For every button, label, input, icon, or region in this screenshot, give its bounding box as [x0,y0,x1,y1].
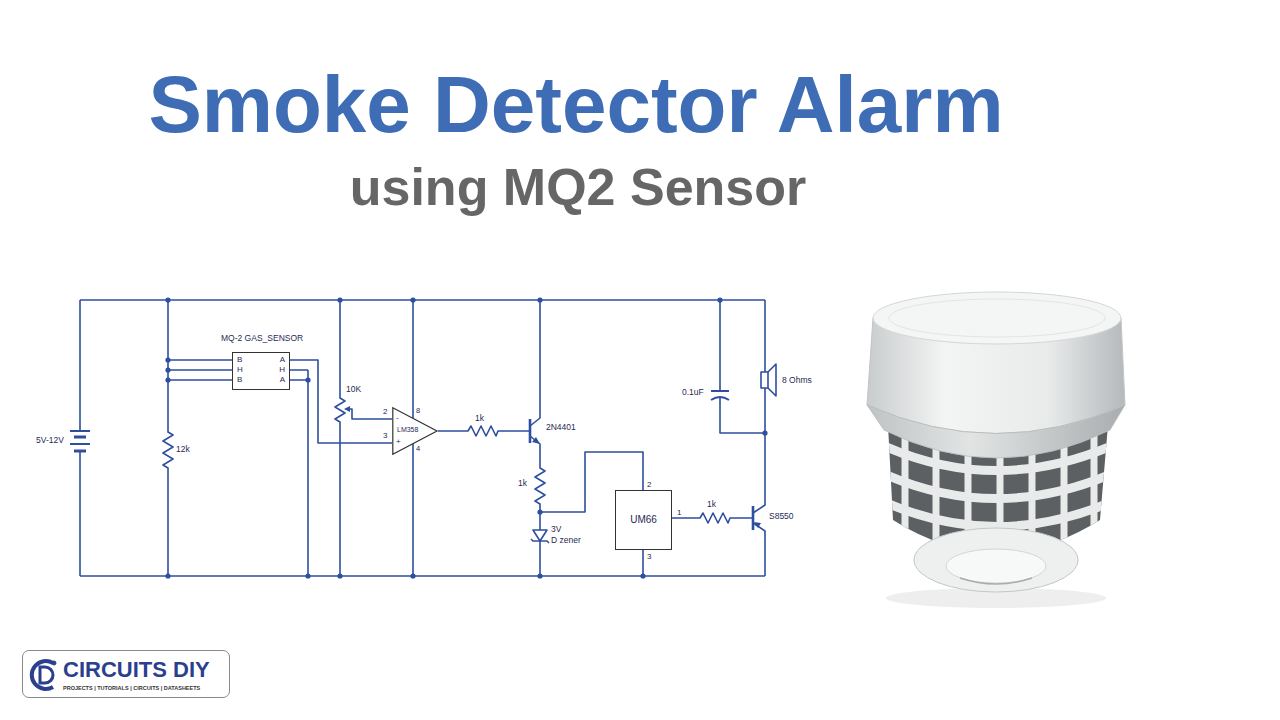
logo-icon [32,661,56,689]
component-name: MQ-2 GAS_SENSOR [221,334,303,344]
junction-dot [410,297,415,302]
zener-voltage: 3V [551,525,561,535]
transistor-symbol [753,388,765,513]
transistor-symbol [530,300,540,426]
transistor-arrow [532,437,540,444]
junction-dot [537,509,542,514]
junction-dot [337,573,342,578]
logo-icon [40,667,53,683]
potentiometer-symbol [335,300,345,576]
junction-dot [410,573,415,578]
junction-dot [165,357,170,362]
resistor-symbol [530,436,545,530]
component-name: LM358 [397,426,418,434]
logo-tagline: PROJECTS | TUTORIALS | CIRCUITS | DATASH… [63,685,200,691]
resistor-value: 1k [475,414,484,424]
supply-rail [80,299,765,301]
transistor-symbol [529,419,532,443]
smoke-detector-picture [867,292,1125,608]
resistor-value: 12k [176,445,190,455]
capacitor-symbol [711,397,729,400]
capacitor-symbol [711,390,729,392]
logo-text: CIRCUITS DIY [63,657,210,682]
detector-top [873,292,1121,344]
resistor-symbol [672,513,753,523]
ic-box: UM66213 [615,490,672,550]
junction-dot [165,367,170,372]
junction-dot [537,573,542,578]
subtitle: using MQ2 Sensor [350,161,807,213]
wire [290,370,308,576]
transistor-symbol [752,506,755,530]
wiper-arrow [344,406,350,412]
pin-name: A [280,375,285,384]
pin-name: A [280,355,285,364]
pin-number: 2 [647,480,651,489]
transistor-symbol [753,523,765,576]
pin-number: 3 [647,552,651,561]
page-title: Smoke Detector Alarm [148,65,1003,145]
input-sign: - [396,413,399,422]
pin-name: H [237,365,243,374]
logo-box: CIRCUITS DIY PROJECTS | TUTORIALS | CIRCU… [22,650,230,698]
wire [764,300,766,372]
transistor-name: S8550 [769,512,794,522]
opamp-triangle [393,408,437,454]
logo-icon [32,661,53,689]
ground-rail [80,575,765,577]
pin-number: 4 [416,445,420,454]
component-name: D zener [551,536,581,546]
pin-name: H [279,365,285,374]
detector-base [946,549,1046,583]
speaker-symbol [761,372,768,388]
voltage-label: 5V-12V [36,436,64,446]
detector-top [889,299,1105,337]
transistor-arrow [754,522,761,528]
resistor-symbol [163,300,173,576]
junction-dot [762,430,767,435]
detector-base [960,578,1032,584]
junction-dot [717,297,722,302]
pin-name: B [237,355,242,364]
junction-dot [165,573,170,578]
speaker-value: 8 Ohms [782,376,812,386]
logo-icon [52,661,56,665]
battery-symbol [74,437,86,451]
junction-dot [337,297,342,302]
wire [720,300,765,433]
zener-symbol [533,530,547,541]
opamp-box: LM3582384-+ [392,407,438,455]
component-name: UM66 [630,514,657,526]
potentiometer-value: 10K [346,385,361,395]
wire [168,360,232,380]
junction-dot [305,573,310,578]
pin-number: 8 [416,407,420,416]
junction-dot [165,377,170,382]
detector-ring [867,405,1125,458]
pin-number: 3 [383,431,387,440]
junction-dot [537,297,542,302]
resistor-value: 1k [707,500,716,510]
detector-base [914,528,1078,592]
transistor-name: 2N4401 [546,423,576,433]
junction-dot [305,377,310,382]
pin-name: B [237,375,242,384]
sensor-box: MQ-2 GAS_SENSORBHBAHA [232,352,290,390]
wire [642,550,644,576]
junction-dot [640,573,645,578]
capacitor-value: 0.1uF [682,388,704,398]
pin-number: 1 [677,508,681,517]
resistor-symbol [438,426,530,436]
input-sign: + [396,437,401,446]
pin-number: 2 [383,407,387,416]
junction-dot [165,297,170,302]
speaker-symbol [768,364,776,396]
resistor-value: 1k [518,479,527,489]
wire [290,360,392,443]
zener-symbol [531,539,549,576]
